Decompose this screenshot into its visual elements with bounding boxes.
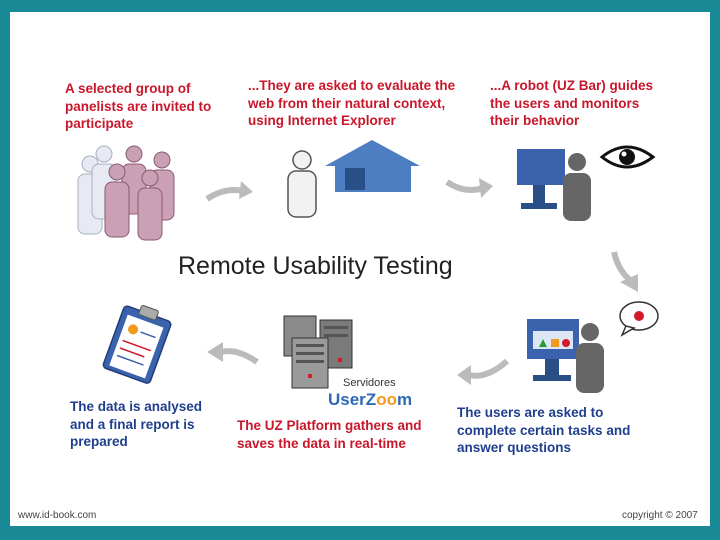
servers-icon (283, 315, 353, 389)
step-2-caption: ...They are asked to evaluate the web fr… (248, 78, 456, 128)
step-3-caption: ...A robot (UZ Bar) guides the users and… (490, 78, 653, 128)
servers-label: Servidores (343, 377, 396, 389)
flow-arrow-1 (205, 181, 253, 202)
house-icon (325, 140, 420, 192)
flow-arrow-3 (611, 251, 638, 292)
flow-arrow-5 (207, 342, 259, 365)
step-4-caption: The users are asked to complete certain … (457, 405, 631, 455)
flow-arrow-2 (445, 178, 493, 198)
footer-url: www.id-book.com (18, 510, 97, 521)
monitor-icon (517, 149, 565, 209)
step-5-caption: The UZ Platform gathers and saves the da… (237, 418, 422, 451)
eye-icon (599, 145, 656, 169)
userzoom-logo: UserZoom (328, 390, 413, 409)
user-person-icon (563, 153, 591, 221)
user-person-icon (287, 150, 317, 218)
speech-bubble-icon (619, 301, 659, 337)
step-1-caption: A selected group of panelists are invite… (65, 81, 212, 131)
monitor-icon (527, 319, 579, 381)
user-person-icon (576, 323, 604, 393)
flow-arrow-4 (457, 358, 510, 385)
step-6-caption: The data is analysed and a final report … (70, 399, 203, 449)
diagram-title: Remote Usability Testing (178, 252, 453, 280)
slide: A selected group of panelists are invite… (10, 12, 710, 526)
panelists-group-icon (77, 145, 175, 241)
footer-copyright: copyright © 2007 (622, 510, 698, 521)
clipboard-report-icon (102, 304, 172, 384)
